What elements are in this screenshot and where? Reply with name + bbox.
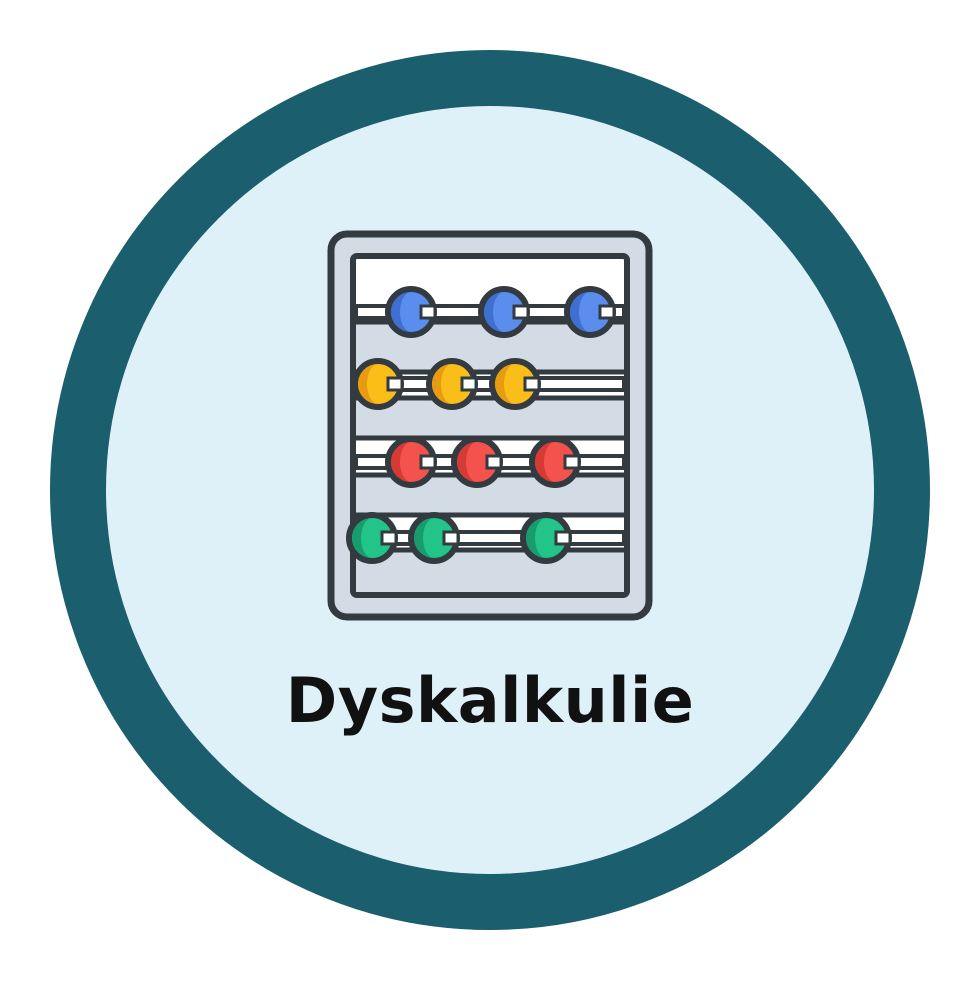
- abacus-bead: [385, 436, 437, 488]
- abacus-band: [356, 550, 624, 592]
- abacus-bead: [451, 436, 503, 488]
- abacus-bead: [426, 358, 478, 410]
- abacus-bead: [352, 358, 404, 410]
- abacus-bead: [346, 512, 398, 564]
- abacus-beads: [346, 286, 616, 564]
- abacus-bead: [489, 358, 541, 410]
- abacus-bead: [385, 286, 437, 338]
- abacus-bead: [408, 512, 460, 564]
- abacus-band: [356, 398, 624, 438]
- abacus-bead: [478, 286, 530, 338]
- badge-title: Dyskalkulie: [285, 664, 695, 737]
- abacus-bead: [520, 512, 572, 564]
- abacus-bead: [529, 436, 581, 488]
- abacus-bead: [564, 286, 616, 338]
